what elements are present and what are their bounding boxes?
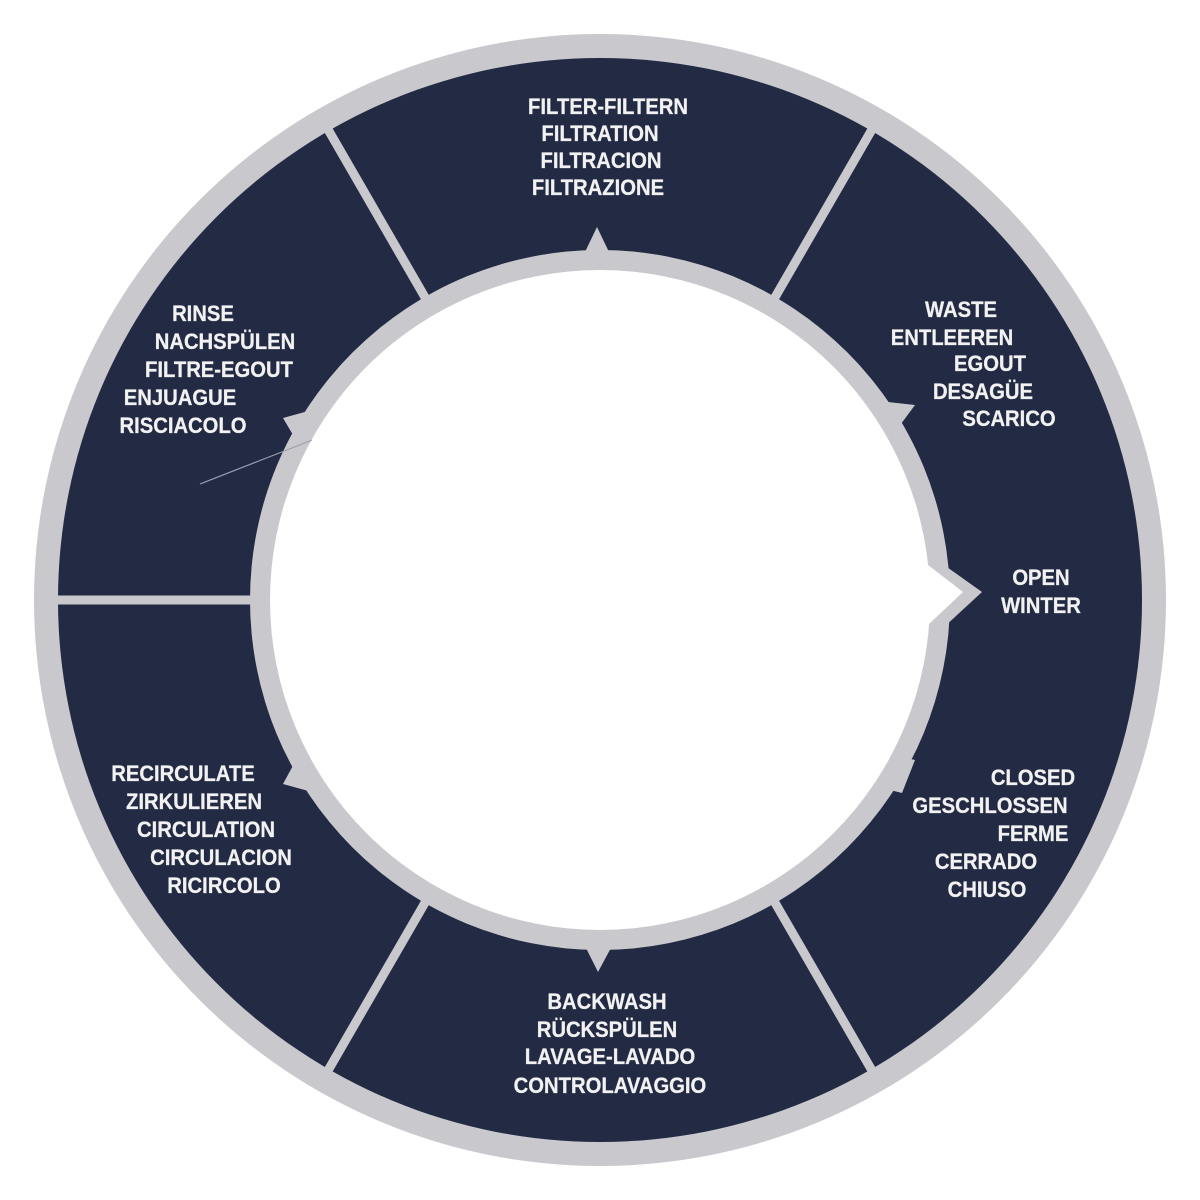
label-recirculate: RECIRCULATE ZIRKULIEREN CIRCULATION CIRC… [111,761,292,899]
divider-top-right [766,123,878,309]
label-line: ENJUAGUE [124,385,236,410]
label-waste: WASTE ENTLEEREN EGOUT DESAGÜE SCARICO [891,297,1056,432]
label-line: GESCHLOSSEN [912,793,1067,818]
label-line: NACHSPÜLEN [155,328,296,354]
segment-dividers [52,123,878,1077]
label-line: WINTER [1001,593,1081,618]
label-line: BACKWASH [547,989,666,1014]
label-line: FILTRAZIONE [532,175,664,200]
label-line: WASTE [925,297,997,322]
pointer-rinse-icon [283,410,312,440]
divider-bottom-left [322,891,434,1077]
label-line: FILTRATION [541,121,658,146]
label-line: RÜCKSPÜLEN [537,1016,678,1042]
label-line: RECIRCULATE [111,761,255,786]
label-line: CONTROLAVAGGIO [514,1073,707,1098]
pointer-recirculate-icon [283,760,312,792]
label-line: RICIRCOLO [167,873,281,898]
label-line: CIRCULATION [137,817,275,842]
divider-top-left [322,123,434,309]
scratch-mark [199,439,313,485]
label-line: DESAGÜE [933,378,1033,404]
label-line: FERME [998,821,1069,846]
label-line: RINSE [172,301,234,326]
label-line: CLOSED [991,765,1075,790]
pointer-waste-icon [888,402,915,455]
divider-bottom-right [766,891,878,1077]
label-line: CHIUSO [948,877,1027,902]
pointer-filter-icon [585,227,609,252]
label-line: RISCIACOLO [119,413,246,438]
label-rinse: RINSE NACHSPÜLEN FILTRE-EGOUT ENJUAGUE R… [119,301,296,439]
label-line: FILTER-FILTERN [528,94,688,119]
label-open: OPEN WINTER [1001,565,1082,619]
pointer-backwash-icon [585,946,612,972]
label-line: CERRADO [935,849,1037,874]
label-closed: CLOSED GESCHLOSSEN FERME CERRADO CHIUSO [912,765,1075,903]
label-line: ZIRKULIEREN [126,789,262,814]
label-line: CIRCULACION [150,845,292,870]
label-line: FILTRACION [540,148,661,173]
label-line: FILTRE-EGOUT [145,357,293,382]
label-filter: FILTER-FILTERN FILTRATION FILTRACION FIL… [528,94,688,201]
label-line: ENTLEEREN [891,325,1014,350]
center-hole [270,270,930,930]
open-notch-cutout [928,565,963,625]
label-line: OPEN [1012,565,1069,590]
label-line: EGOUT [954,351,1026,376]
label-line: LAVAGE-LAVADO [525,1044,696,1069]
label-line: SCARICO [962,406,1055,431]
label-backwash: BACKWASH RÜCKSPÜLEN LAVAGE-LAVADO CONTRO… [514,989,707,1099]
pointer-closed-icon [890,756,915,793]
